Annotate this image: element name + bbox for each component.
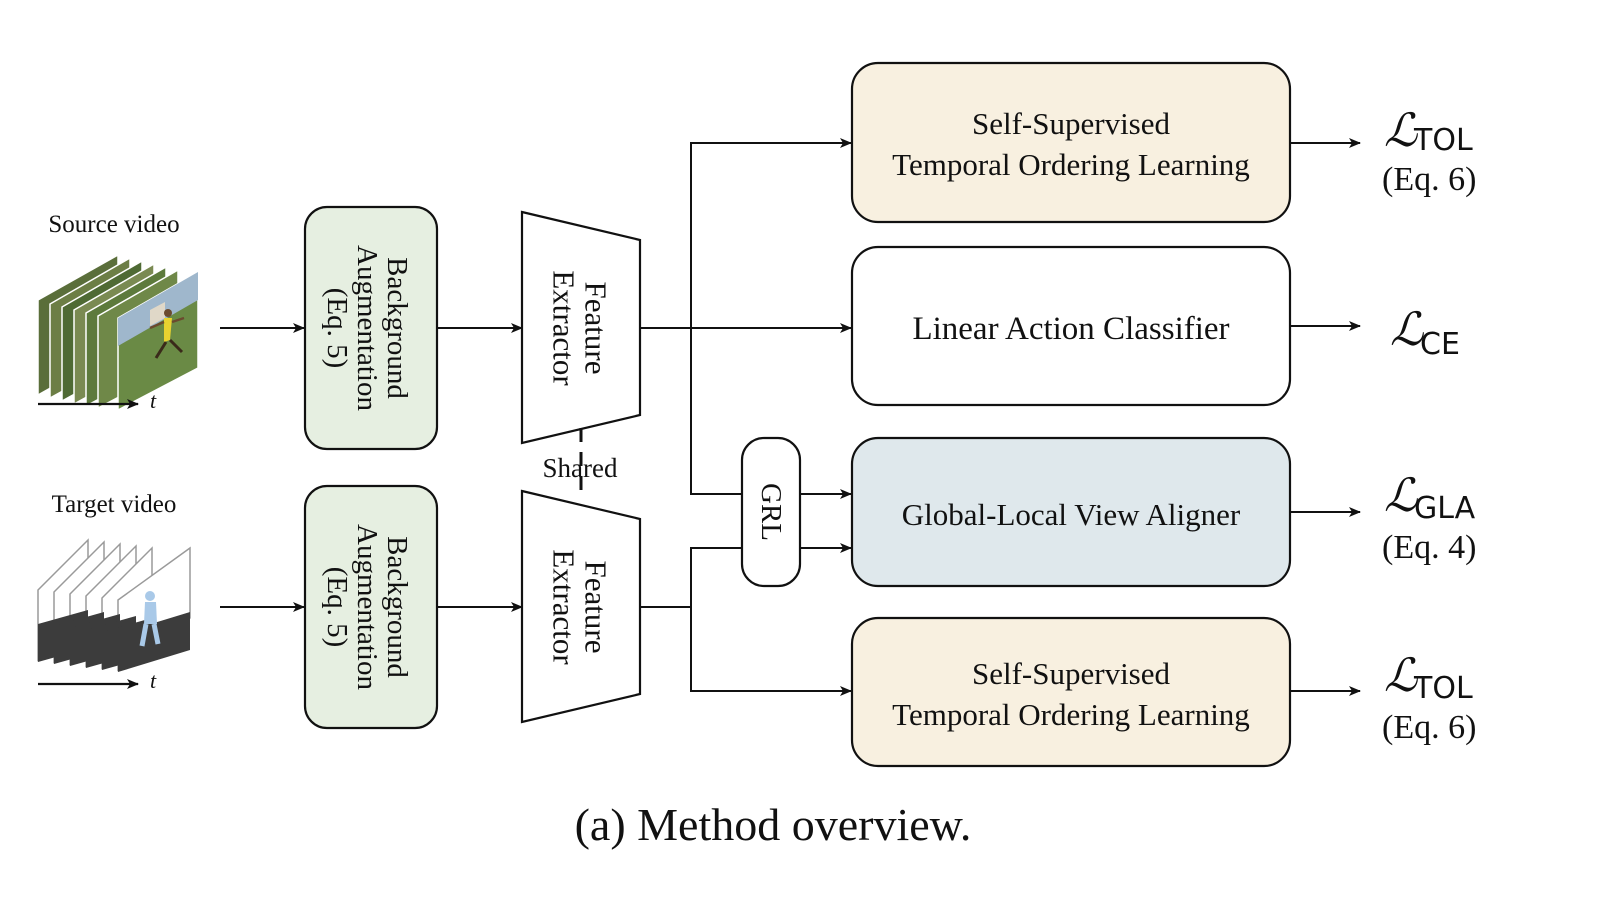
augmentation-target-line3: (Eq. 5) (321, 567, 353, 648)
extractor-source-line2: Extractor (547, 270, 582, 386)
source-video-label: Source video (48, 211, 179, 238)
source-feature-routing (640, 138, 852, 499)
loss-gla: ℒ GLA (Eq. 4) (1382, 468, 1476, 566)
loss-ce-symbol: ℒ (1390, 302, 1424, 356)
target-video-thumbnail: t (37, 538, 191, 693)
tol-module-target: Self-Supervised Temporal Ordering Learni… (850, 616, 1292, 768)
feature-extractor-target: Feature Extractor (520, 489, 642, 724)
loss-gla-subscript: GLA (1414, 491, 1476, 526)
background-augmentation-source: Background Augmentation (Eq. 5) (303, 205, 439, 451)
source-frame-stack (37, 253, 199, 412)
loss-tol-target: ℒ TOL (Eq. 6) (1382, 648, 1476, 746)
loss-tol-target-symbol: ℒ (1384, 648, 1418, 702)
loss-tol-source-eq: (Eq. 6) (1382, 161, 1476, 198)
augmentation-source-line1: Background (381, 257, 413, 399)
target-feature-routing (640, 543, 852, 696)
loss-tol-source: ℒ TOL (Eq. 6) (1382, 103, 1476, 198)
tol-source-line2: Temporal Ordering Learning (892, 147, 1250, 182)
gradient-reversal-layer: GRL (740, 436, 802, 588)
shared-label: Shared (543, 453, 618, 483)
figure-caption: (a) Method overview. (575, 799, 972, 850)
loss-tol-source-symbol: ℒ (1384, 103, 1418, 157)
extractor-target-line2: Extractor (547, 549, 582, 665)
extractor-source-line1: Feature (579, 282, 614, 375)
grl-label: GRL (755, 483, 787, 541)
loss-tol-target-eq: (Eq. 6) (1382, 709, 1476, 746)
tol-source-line1: Self-Supervised (972, 106, 1171, 141)
linear-action-classifier: Linear Action Classifier (850, 245, 1292, 407)
augmentation-target-line2: Augmentation (351, 524, 383, 690)
augmentation-target-line1: Background (381, 536, 413, 678)
source-video-thumbnail: t (37, 253, 199, 413)
source-time-axis-label: t (150, 388, 157, 413)
tol-target-line1: Self-Supervised (972, 656, 1171, 691)
target-frame-stack (37, 538, 191, 672)
feature-extractor-source: Feature Extractor (520, 210, 642, 445)
extractor-target-line1: Feature (579, 561, 614, 654)
tol-target-line2: Temporal Ordering Learning (892, 697, 1250, 732)
target-video-label: Target video (52, 491, 177, 518)
classifier-label: Linear Action Classifier (912, 311, 1229, 347)
augmentation-source-line3: (Eq. 5) (321, 288, 353, 369)
aligner-label: Global-Local View Aligner (902, 497, 1241, 532)
background-augmentation-target: Background Augmentation (Eq. 5) (303, 484, 439, 730)
loss-ce: ℒ CE (1390, 302, 1460, 362)
target-time-axis-label: t (150, 668, 157, 693)
loss-gla-symbol: ℒ (1384, 468, 1418, 522)
loss-ce-subscript: CE (1420, 327, 1460, 362)
augmentation-source-line2: Augmentation (351, 245, 383, 411)
loss-gla-eq: (Eq. 4) (1382, 529, 1476, 566)
loss-tol-source-subscript: TOL (1413, 123, 1473, 158)
loss-tol-target-subscript: TOL (1413, 671, 1473, 706)
global-local-view-aligner: Global-Local View Aligner (850, 436, 1292, 588)
tol-module-source: Self-Supervised Temporal Ordering Learni… (850, 61, 1292, 224)
